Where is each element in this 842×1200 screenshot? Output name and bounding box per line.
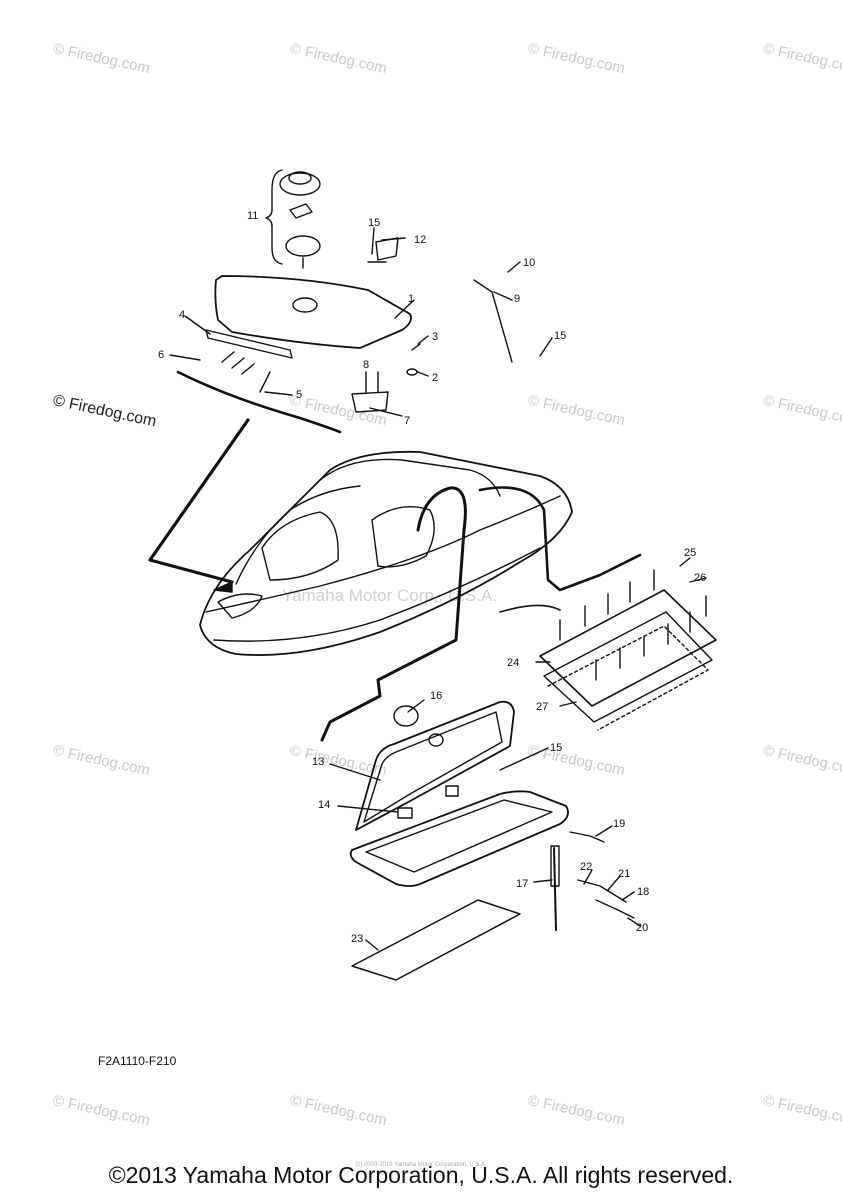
callout: 16 bbox=[430, 690, 442, 702]
callout: 17 bbox=[516, 878, 528, 890]
section-line-center bbox=[320, 486, 467, 742]
hull-rub-rail bbox=[205, 495, 561, 613]
parts-diagram: 1 2 3 4 5 6 7 8 9 10 11 12 15 15 16 15 1… bbox=[148, 169, 717, 981]
bow-hatch bbox=[217, 593, 263, 619]
callout: 20 bbox=[636, 922, 648, 934]
callout: 15 bbox=[550, 742, 562, 754]
callout: 26 bbox=[694, 572, 706, 584]
lid-hole bbox=[292, 297, 318, 313]
callout: 7 bbox=[404, 415, 410, 427]
callout: 19 bbox=[613, 818, 625, 830]
callout: 25 bbox=[684, 547, 696, 559]
section-line-top bbox=[176, 370, 342, 434]
callout: 9 bbox=[514, 293, 520, 305]
callout: 12 bbox=[414, 234, 426, 246]
diagram-code: F2A1110-F210 bbox=[98, 1054, 177, 1068]
seat-left bbox=[261, 511, 339, 581]
callout: 15 bbox=[554, 330, 566, 342]
ring-11 bbox=[285, 235, 321, 257]
section-line-right bbox=[478, 486, 642, 592]
frame-14-inner bbox=[365, 799, 553, 873]
bracket-11 bbox=[265, 169, 283, 265]
windshield-frame bbox=[319, 458, 501, 497]
callout: 6 bbox=[158, 349, 164, 361]
callout: 13 bbox=[312, 756, 324, 768]
decal-23 bbox=[351, 899, 521, 981]
watermark-center: Yamaha Motor Corp., U.S.A. bbox=[282, 586, 498, 605]
cable-9 bbox=[473, 279, 513, 363]
callout: 14 bbox=[318, 799, 330, 811]
callout: 15 bbox=[368, 217, 380, 229]
lid-panel-1 bbox=[214, 275, 412, 349]
callout: 4 bbox=[179, 309, 185, 321]
fitting-12 bbox=[375, 237, 399, 261]
tiny-copyright: (c) 2000-2016 Yamaha Motor Corporation, … bbox=[355, 1162, 487, 1168]
cap-11-top bbox=[288, 171, 312, 185]
knob-16 bbox=[393, 705, 419, 727]
callout: 24 bbox=[507, 657, 519, 669]
arrow-head bbox=[213, 581, 233, 593]
callout: 27 bbox=[536, 701, 548, 713]
callout: 21 bbox=[618, 868, 630, 880]
section-line-left bbox=[148, 418, 250, 584]
frame-14 bbox=[349, 790, 569, 887]
callout: 2 bbox=[432, 372, 438, 384]
hinge-14 bbox=[397, 807, 413, 819]
callout: 5 bbox=[296, 389, 302, 401]
seat-right bbox=[371, 506, 435, 568]
boat-hull bbox=[199, 450, 573, 656]
cap-11 bbox=[279, 172, 321, 196]
windshield-left bbox=[235, 485, 361, 585]
callout-layer: 1 2 3 4 5 6 7 8 9 10 11 12 15 15 16 15 1… bbox=[158, 210, 706, 945]
hatch-frame-27 bbox=[543, 611, 713, 723]
callout: 8 bbox=[363, 359, 369, 371]
lid-13-inner bbox=[363, 711, 503, 823]
hull-chine bbox=[213, 547, 541, 642]
lid-13 bbox=[355, 700, 515, 831]
hinge-4 bbox=[205, 329, 293, 359]
hatch-panel-24 bbox=[539, 589, 717, 707]
copyright-notice: ©2013 Yamaha Motor Corporation, U.S.A. A… bbox=[108, 1162, 734, 1188]
clip-11 bbox=[289, 203, 313, 219]
callout: 22 bbox=[580, 861, 592, 873]
callout: 1 bbox=[408, 293, 414, 305]
callout: 3 bbox=[432, 331, 438, 343]
callout: 11 bbox=[247, 210, 258, 222]
bracket-7 bbox=[351, 391, 389, 413]
gas-strut-17 bbox=[553, 847, 557, 931]
callout: 10 bbox=[523, 257, 535, 269]
callout: 23 bbox=[351, 933, 363, 945]
callout: 18 bbox=[637, 886, 649, 898]
